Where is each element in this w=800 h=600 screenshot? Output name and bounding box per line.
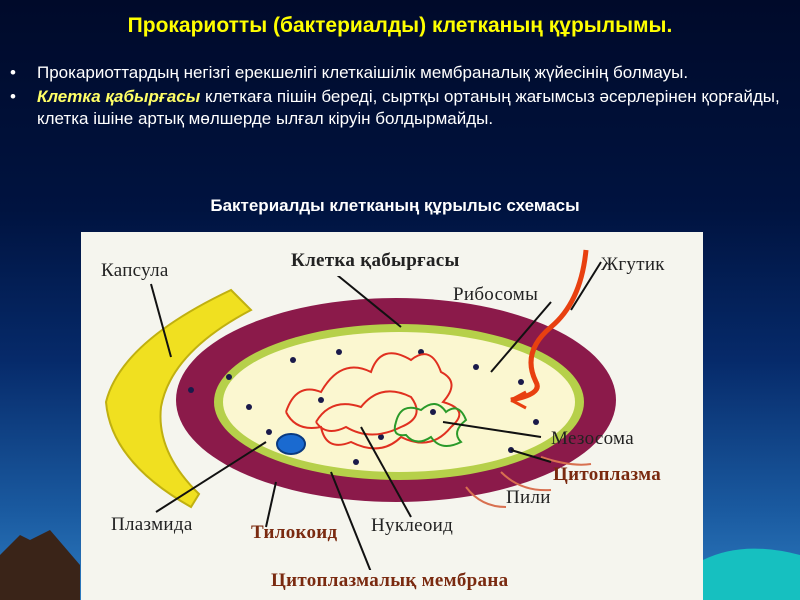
diagram-subtitle: Бактериалды клетканың құрылыс схемасы xyxy=(210,196,580,215)
label-cell-wall: Клетка қабырғасы xyxy=(291,250,460,271)
plasmid-shape xyxy=(276,433,306,455)
capsule-shape xyxy=(104,288,253,509)
label-capsule: Капсула xyxy=(101,260,169,281)
label-bg-wall xyxy=(266,250,486,276)
bullet-emphasis: Клетка қабырғасы xyxy=(37,87,201,106)
bullet-list: • Прокариоттардың негізгі ерекшелігі кле… xyxy=(10,62,790,132)
label-plasmid: Плазмида xyxy=(111,514,193,535)
cell-illustration xyxy=(104,249,616,600)
bacterial-cell-diagram: Капсула Клетка қабырғасы Жгутик Рибосомы… xyxy=(81,232,703,600)
leader-lines xyxy=(150,261,602,573)
bullet-text: Прокариоттардың негізгі ерекшелігі клетк… xyxy=(37,63,689,82)
bullet-marker: • xyxy=(10,87,16,106)
bullet-item-1: • Прокариоттардың негізгі ерекшелігі кле… xyxy=(10,62,790,84)
label-nucleoid: Нуклеоид xyxy=(371,515,454,536)
cytoplasm-shape xyxy=(223,332,575,472)
bullet-item-2: • Клетка қабырғасы клеткаға пішін береді… xyxy=(10,86,790,130)
nucleoid-shape xyxy=(285,352,461,450)
flagellum-shape xyxy=(510,249,589,403)
label-pili: Пили xyxy=(506,487,551,508)
bullet-marker: • xyxy=(10,63,16,82)
flagellum-hook xyxy=(510,390,527,410)
label-flagellum: Жгутик xyxy=(601,254,665,275)
label-cytoplasmic-membrane: Цитоплазмалық мембрана xyxy=(271,570,509,591)
ribosome-dots xyxy=(188,349,539,465)
slide-title: Прокариотты (бактериалды) клетканың құры… xyxy=(127,14,673,37)
label-bg-membrane xyxy=(261,570,561,600)
wave-decoration xyxy=(703,548,800,600)
label-mesosome: Мезосома xyxy=(551,428,634,449)
label-ribosomes: Рибосомы xyxy=(453,284,539,305)
mountain-decoration xyxy=(0,530,80,600)
pili-shapes xyxy=(465,456,592,508)
bullet-text: клеткаға пішін береді, сыртқы ортаның жа… xyxy=(37,87,780,128)
label-thylakoid: Тилокоид xyxy=(251,522,338,543)
mesosome-shape xyxy=(393,403,468,447)
label-cytoplasm: Цитоплазма xyxy=(553,464,662,485)
